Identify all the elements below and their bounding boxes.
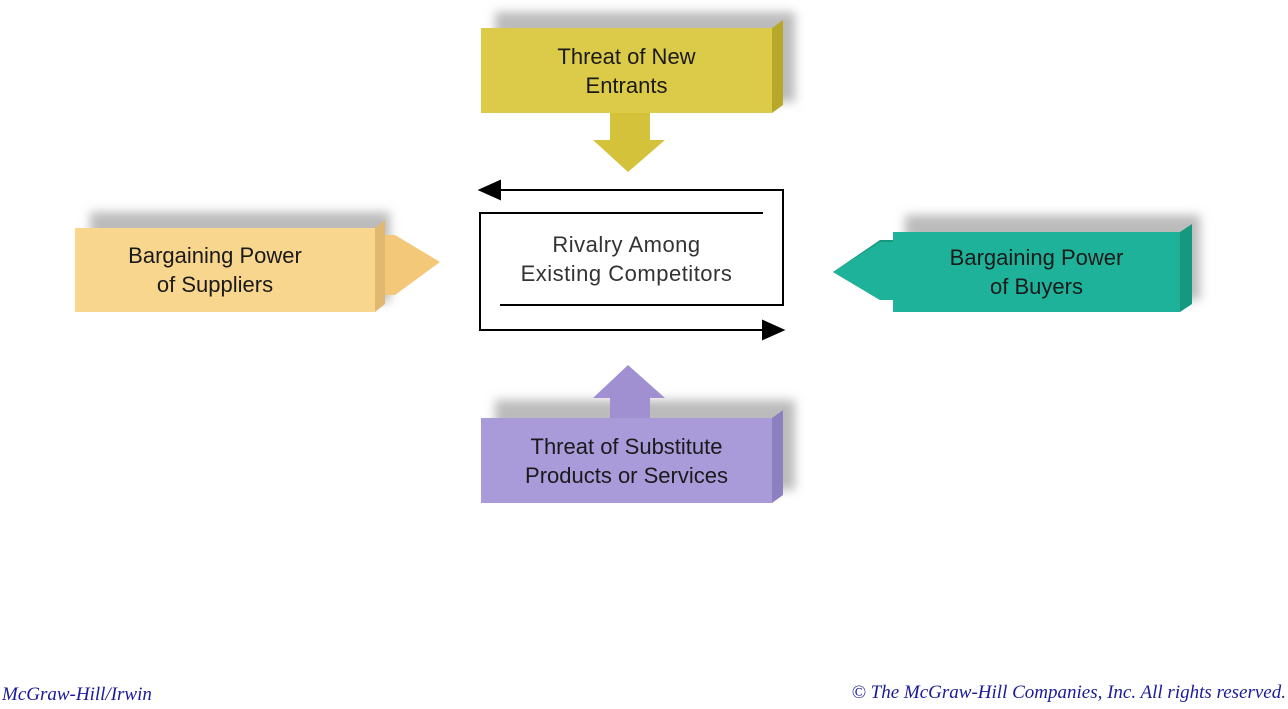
new-entrants-arrow [481,20,783,172]
new-entrants-box [481,28,772,113]
suppliers-arrow [75,220,440,312]
suppliers-label: Bargaining Power of Suppliers [128,243,302,297]
new-entrants-label: Threat of New Entrants [557,43,696,98]
buyers-label: Bargaining Power of Buyers [949,245,1124,299]
substitutes-label: Threat of Substitute Products or Service… [525,433,728,488]
substitutes-arrow [481,365,783,503]
copyright-label: © The McGraw-Hill Companies, Inc. All ri… [851,682,1286,703]
rivalry-box [477,179,786,341]
suppliers-box [75,228,375,312]
rivalry-label: Rivalry Among Existing Competitors [520,232,733,286]
substitutes-box [481,418,772,503]
buyers-arrow [833,224,1192,312]
publisher-label: McGraw-Hill/Irwin [2,684,152,705]
